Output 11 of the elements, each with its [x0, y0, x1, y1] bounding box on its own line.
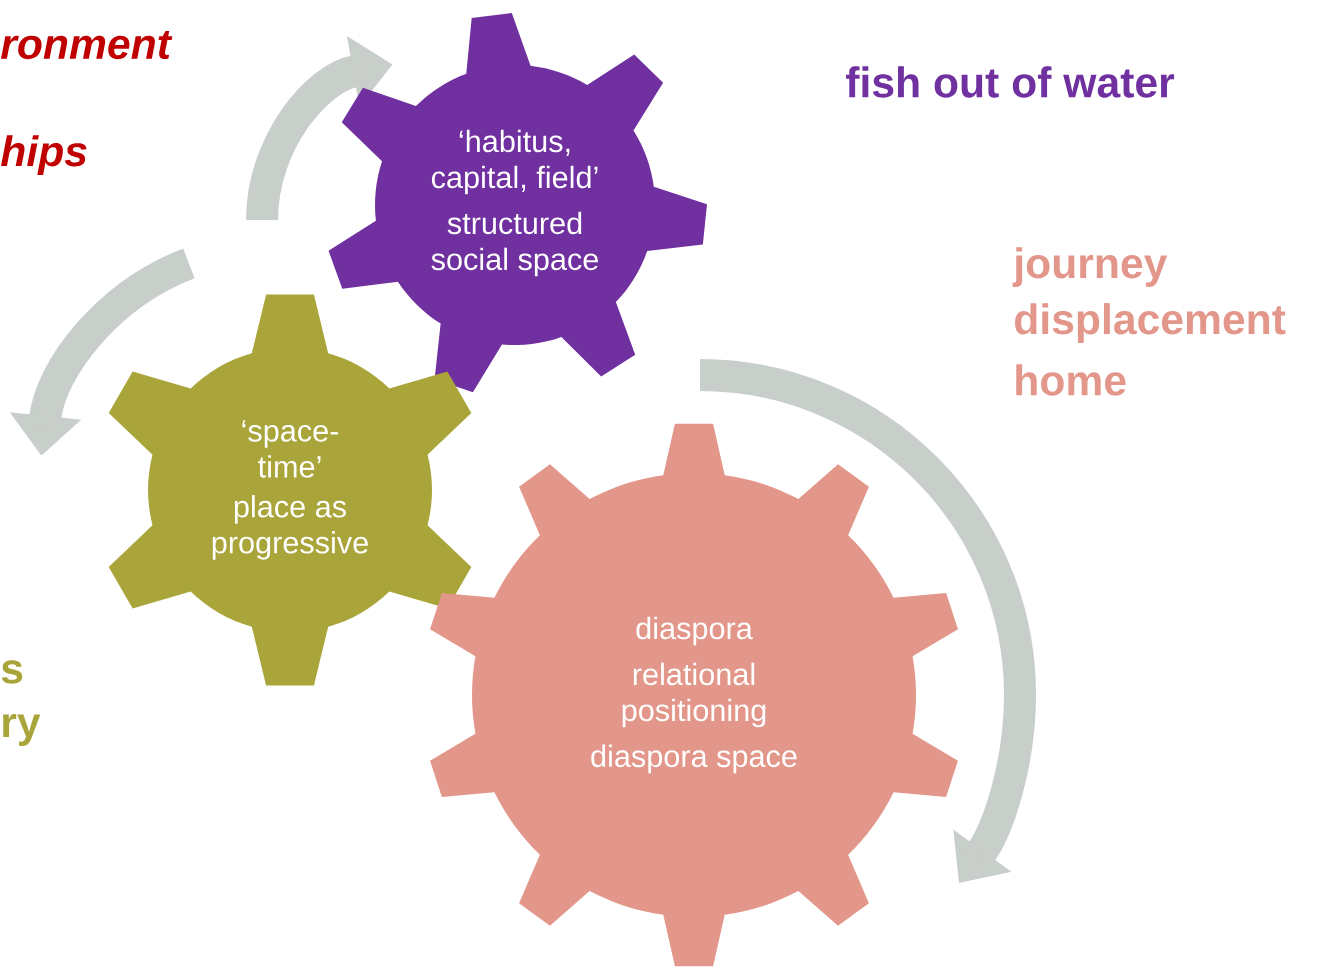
gear: diaspora relational positioning diaspora space — [430, 423, 958, 967]
label-text: ry — [3, 714, 41, 746]
gear: ‘space-time’ place as progressive — [108, 294, 472, 686]
gear: ‘habitus, capital, field’ structured social space — [328, 13, 707, 393]
label-text: displacement — [1015, 303, 1286, 343]
label-text: s — [1, 660, 23, 684]
label-text: fish out of water — [846, 66, 1175, 98]
label-text: journey — [1012, 247, 1168, 287]
label-text: hips — [1, 135, 87, 175]
label-text: ronment — [1, 30, 173, 60]
label-text: home — [1016, 364, 1126, 396]
